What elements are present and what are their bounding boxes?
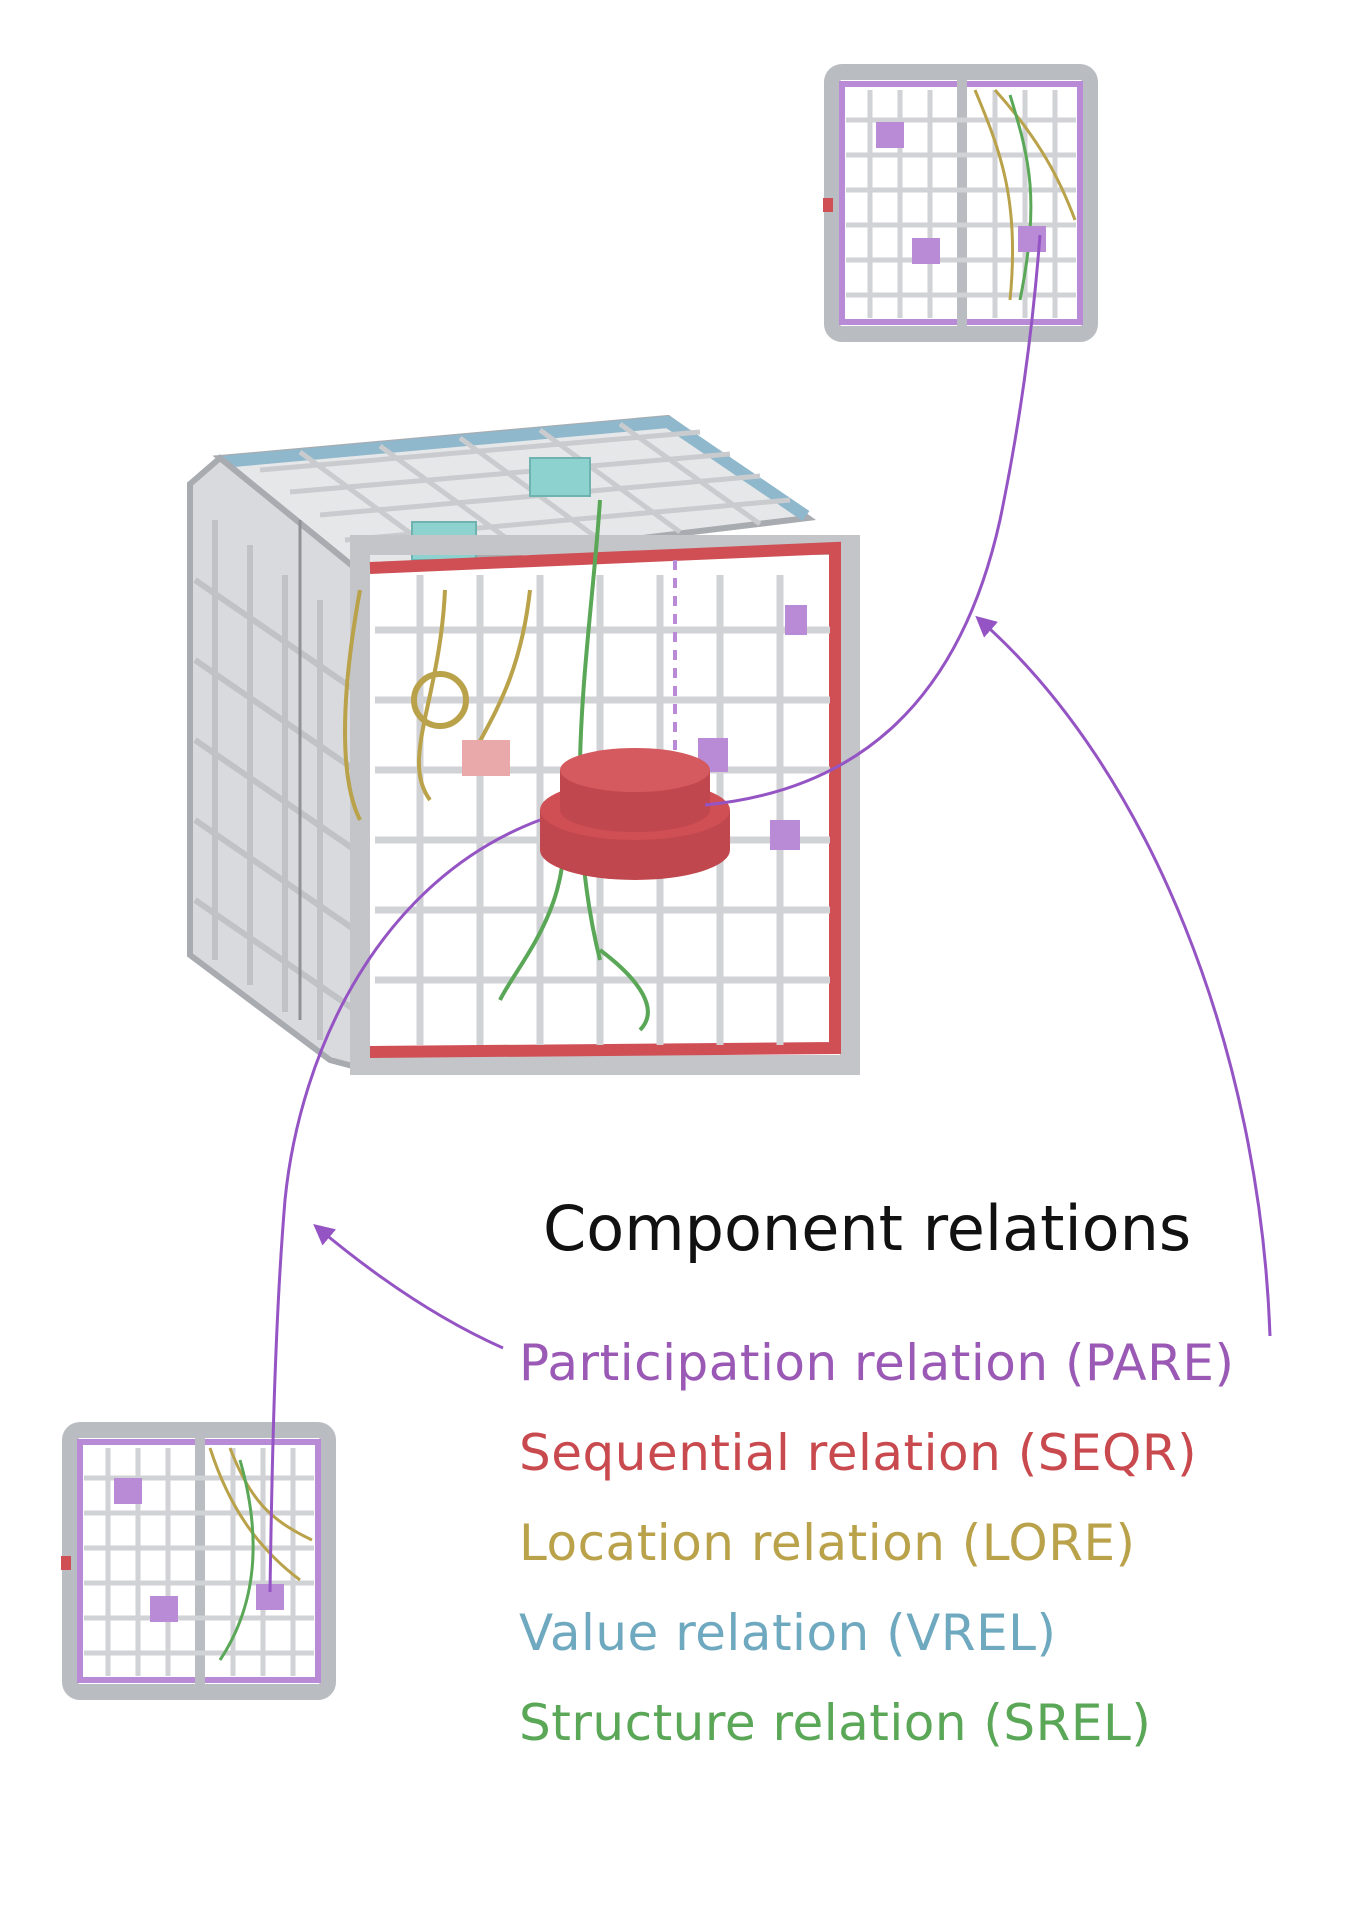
small-cube-bottom <box>61 1422 336 1700</box>
pare-link-to-bottom-cube <box>268 818 541 1593</box>
pare-arrow-upper <box>975 615 1272 1337</box>
top-blue-rim <box>221 416 810 521</box>
legend-item-lore: Location relation (LORE) <box>519 1514 1136 1572</box>
small-cube-top <box>823 64 1098 342</box>
small-top-part-2 <box>912 238 940 264</box>
pare-arrow-lower <box>313 1223 504 1350</box>
inner-block-purple-2 <box>770 820 800 850</box>
cube-front-face <box>350 535 860 1075</box>
red-cylinder-part <box>540 748 730 880</box>
small-top-part-3 <box>1018 226 1046 252</box>
legend-title: Component relations <box>543 1192 1192 1265</box>
top-block-1 <box>529 457 591 497</box>
pare-link-to-top-cube <box>704 234 1042 807</box>
legend-item-srel: Structure relation (SREL) <box>519 1694 1152 1752</box>
inner-block-red <box>462 740 510 776</box>
small-top-part-1 <box>876 122 904 148</box>
small-bottom-part-1 <box>114 1478 142 1504</box>
main-cube-model <box>187 414 860 1075</box>
small-bottom-part-2 <box>150 1596 178 1622</box>
inner-block-purple-3 <box>785 605 807 635</box>
inner-gear <box>411 671 469 729</box>
legend-item-vrel: Value relation (VREL) <box>519 1604 1057 1662</box>
legend-item-pare: Participation relation (PARE) <box>519 1334 1235 1392</box>
legend-item-seqr: Sequential relation (SEQR) <box>519 1424 1198 1482</box>
front-red-rim <box>369 541 841 1058</box>
